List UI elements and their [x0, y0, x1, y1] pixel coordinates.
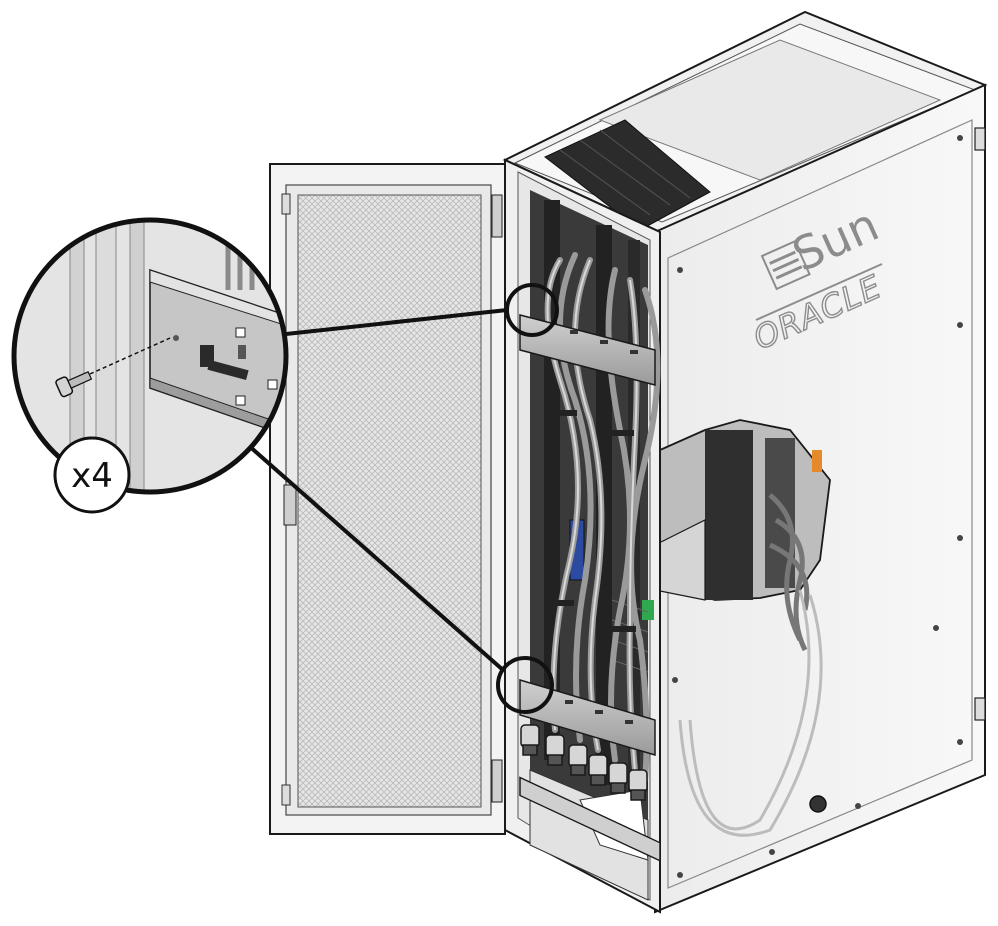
lower-cable-bracket: [519, 678, 656, 757]
quantity-callout: x4: [53, 436, 131, 514]
zoom-leader-line-upper: [285, 308, 508, 336]
zoom-detail-callout: [11, 217, 289, 495]
cable-tie-anchor: [200, 345, 249, 381]
lower-bracket-highlight-circle: [496, 656, 554, 714]
rack-front-door: [269, 163, 506, 835]
quantity-label: x4: [71, 456, 113, 496]
mounting-screw-icon: [55, 370, 93, 398]
zoom-leader-line-lower: [246, 443, 505, 672]
power-plugs: [520, 724, 648, 801]
upper-cable-bracket: [519, 314, 656, 386]
side-panel-cutaway: [654, 419, 831, 837]
cable-ties: [550, 410, 636, 632]
sun-logo-icon: [760, 240, 811, 291]
rack-top-panel: [502, 10, 988, 234]
screw-alignment-line: [89, 337, 171, 375]
